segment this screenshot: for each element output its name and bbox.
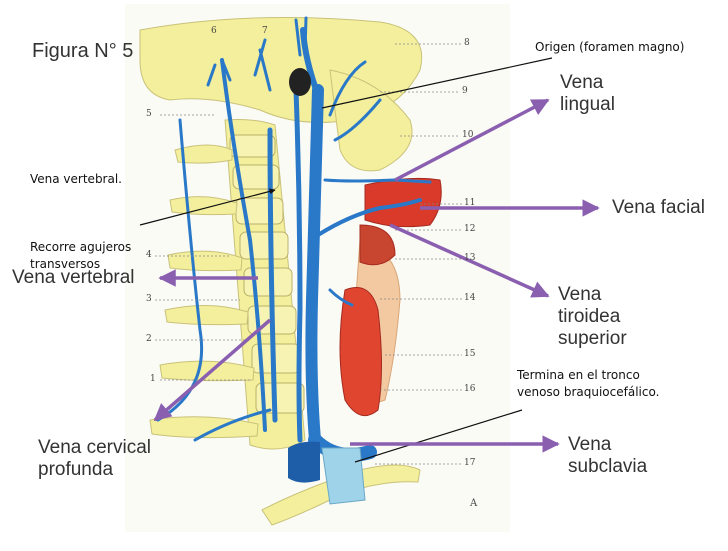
label-arrows — [153, 98, 600, 453]
annotation-termina-line1: Termina en el tronco — [517, 368, 640, 382]
label-vena-vertebral: Vena vertebral — [12, 267, 135, 288]
label-cervical-line2: profunda — [38, 459, 114, 480]
leader-number: 4 — [146, 250, 152, 260]
venous-system — [156, 16, 432, 463]
label-tiroidea-line2: tiroidea — [558, 306, 621, 327]
muscle-lower — [339, 287, 382, 417]
leader-number: 3 — [146, 294, 152, 304]
leader-number: 9 — [462, 86, 468, 96]
annotation-recorre: Recorre agujeros transversos — [28, 238, 133, 274]
spinous-processes — [149, 144, 259, 439]
pointer-origen — [321, 57, 553, 109]
label-vena-cervical: Vena cervical profunda — [38, 437, 151, 481]
leader-number: 13 — [464, 253, 476, 263]
leader-number: 15 — [464, 349, 476, 359]
leader-number: 11 — [464, 198, 476, 208]
label-tiroidea-line3: superior — [558, 328, 627, 349]
leader-number: 10 — [462, 130, 474, 140]
pointer-termina — [354, 409, 523, 463]
label-vena-subclavia: Vena subclavia — [568, 434, 647, 478]
label-cervical-line1: Vena cervical — [38, 437, 152, 458]
leader-number: 17 — [464, 458, 476, 468]
pointer-vena-vertebral — [139, 188, 276, 226]
mandible — [329, 69, 413, 172]
label-tiroidea-line1: Vena — [558, 284, 602, 305]
arrow-tiroidea — [389, 223, 550, 298]
annotation-termina: Termina en el tronco venoso braquiocefál… — [514, 366, 663, 402]
corner-letter: A — [470, 498, 478, 509]
label-vena-lingual-line1: Vena — [560, 72, 604, 93]
leader-number: 8 — [464, 38, 470, 48]
label-vena-tiroidea: Vena tiroidea superior — [558, 284, 627, 350]
annotation-vena-vertebral: Vena vertebral. — [28, 170, 124, 189]
leader-number: 12 — [464, 224, 476, 234]
leader-number: 1 — [150, 374, 156, 384]
brachiocephalic-vein — [288, 441, 320, 483]
annotation-termina-line2: venoso braquiocefálico. — [517, 385, 660, 399]
annotation-recorre-line1: Recorre agujeros — [30, 240, 132, 254]
leader-number: 6 — [211, 26, 217, 36]
label-vena-lingual: Vena lingual — [560, 72, 615, 116]
muscle-middle — [359, 224, 396, 266]
annotation-origen: Origen (foramen magno) — [532, 38, 688, 57]
label-vena-facial: Vena facial — [612, 197, 705, 218]
leader-number: 14 — [464, 293, 476, 303]
foramen-magnum — [289, 68, 311, 96]
arrow-cervical — [153, 318, 272, 422]
label-vena-lingual-line2: lingual — [560, 94, 615, 115]
leader-number: 16 — [464, 384, 476, 394]
annotation-recorre-line2: transversos — [30, 257, 101, 271]
arrow-lingual — [394, 98, 550, 182]
leader-lines — [155, 43, 462, 465]
figure-title: Figura N° 5 — [32, 40, 134, 62]
label-subclavia-line2: subclavia — [568, 456, 648, 477]
subclavian-segment — [321, 447, 366, 505]
clavicle — [261, 464, 421, 526]
label-subclavia-line1: Vena — [568, 434, 612, 455]
leader-number: 7 — [262, 26, 268, 36]
annotation-pointers — [139, 57, 553, 463]
leader-number: 2 — [146, 334, 152, 344]
leader-number: 5 — [146, 109, 152, 119]
